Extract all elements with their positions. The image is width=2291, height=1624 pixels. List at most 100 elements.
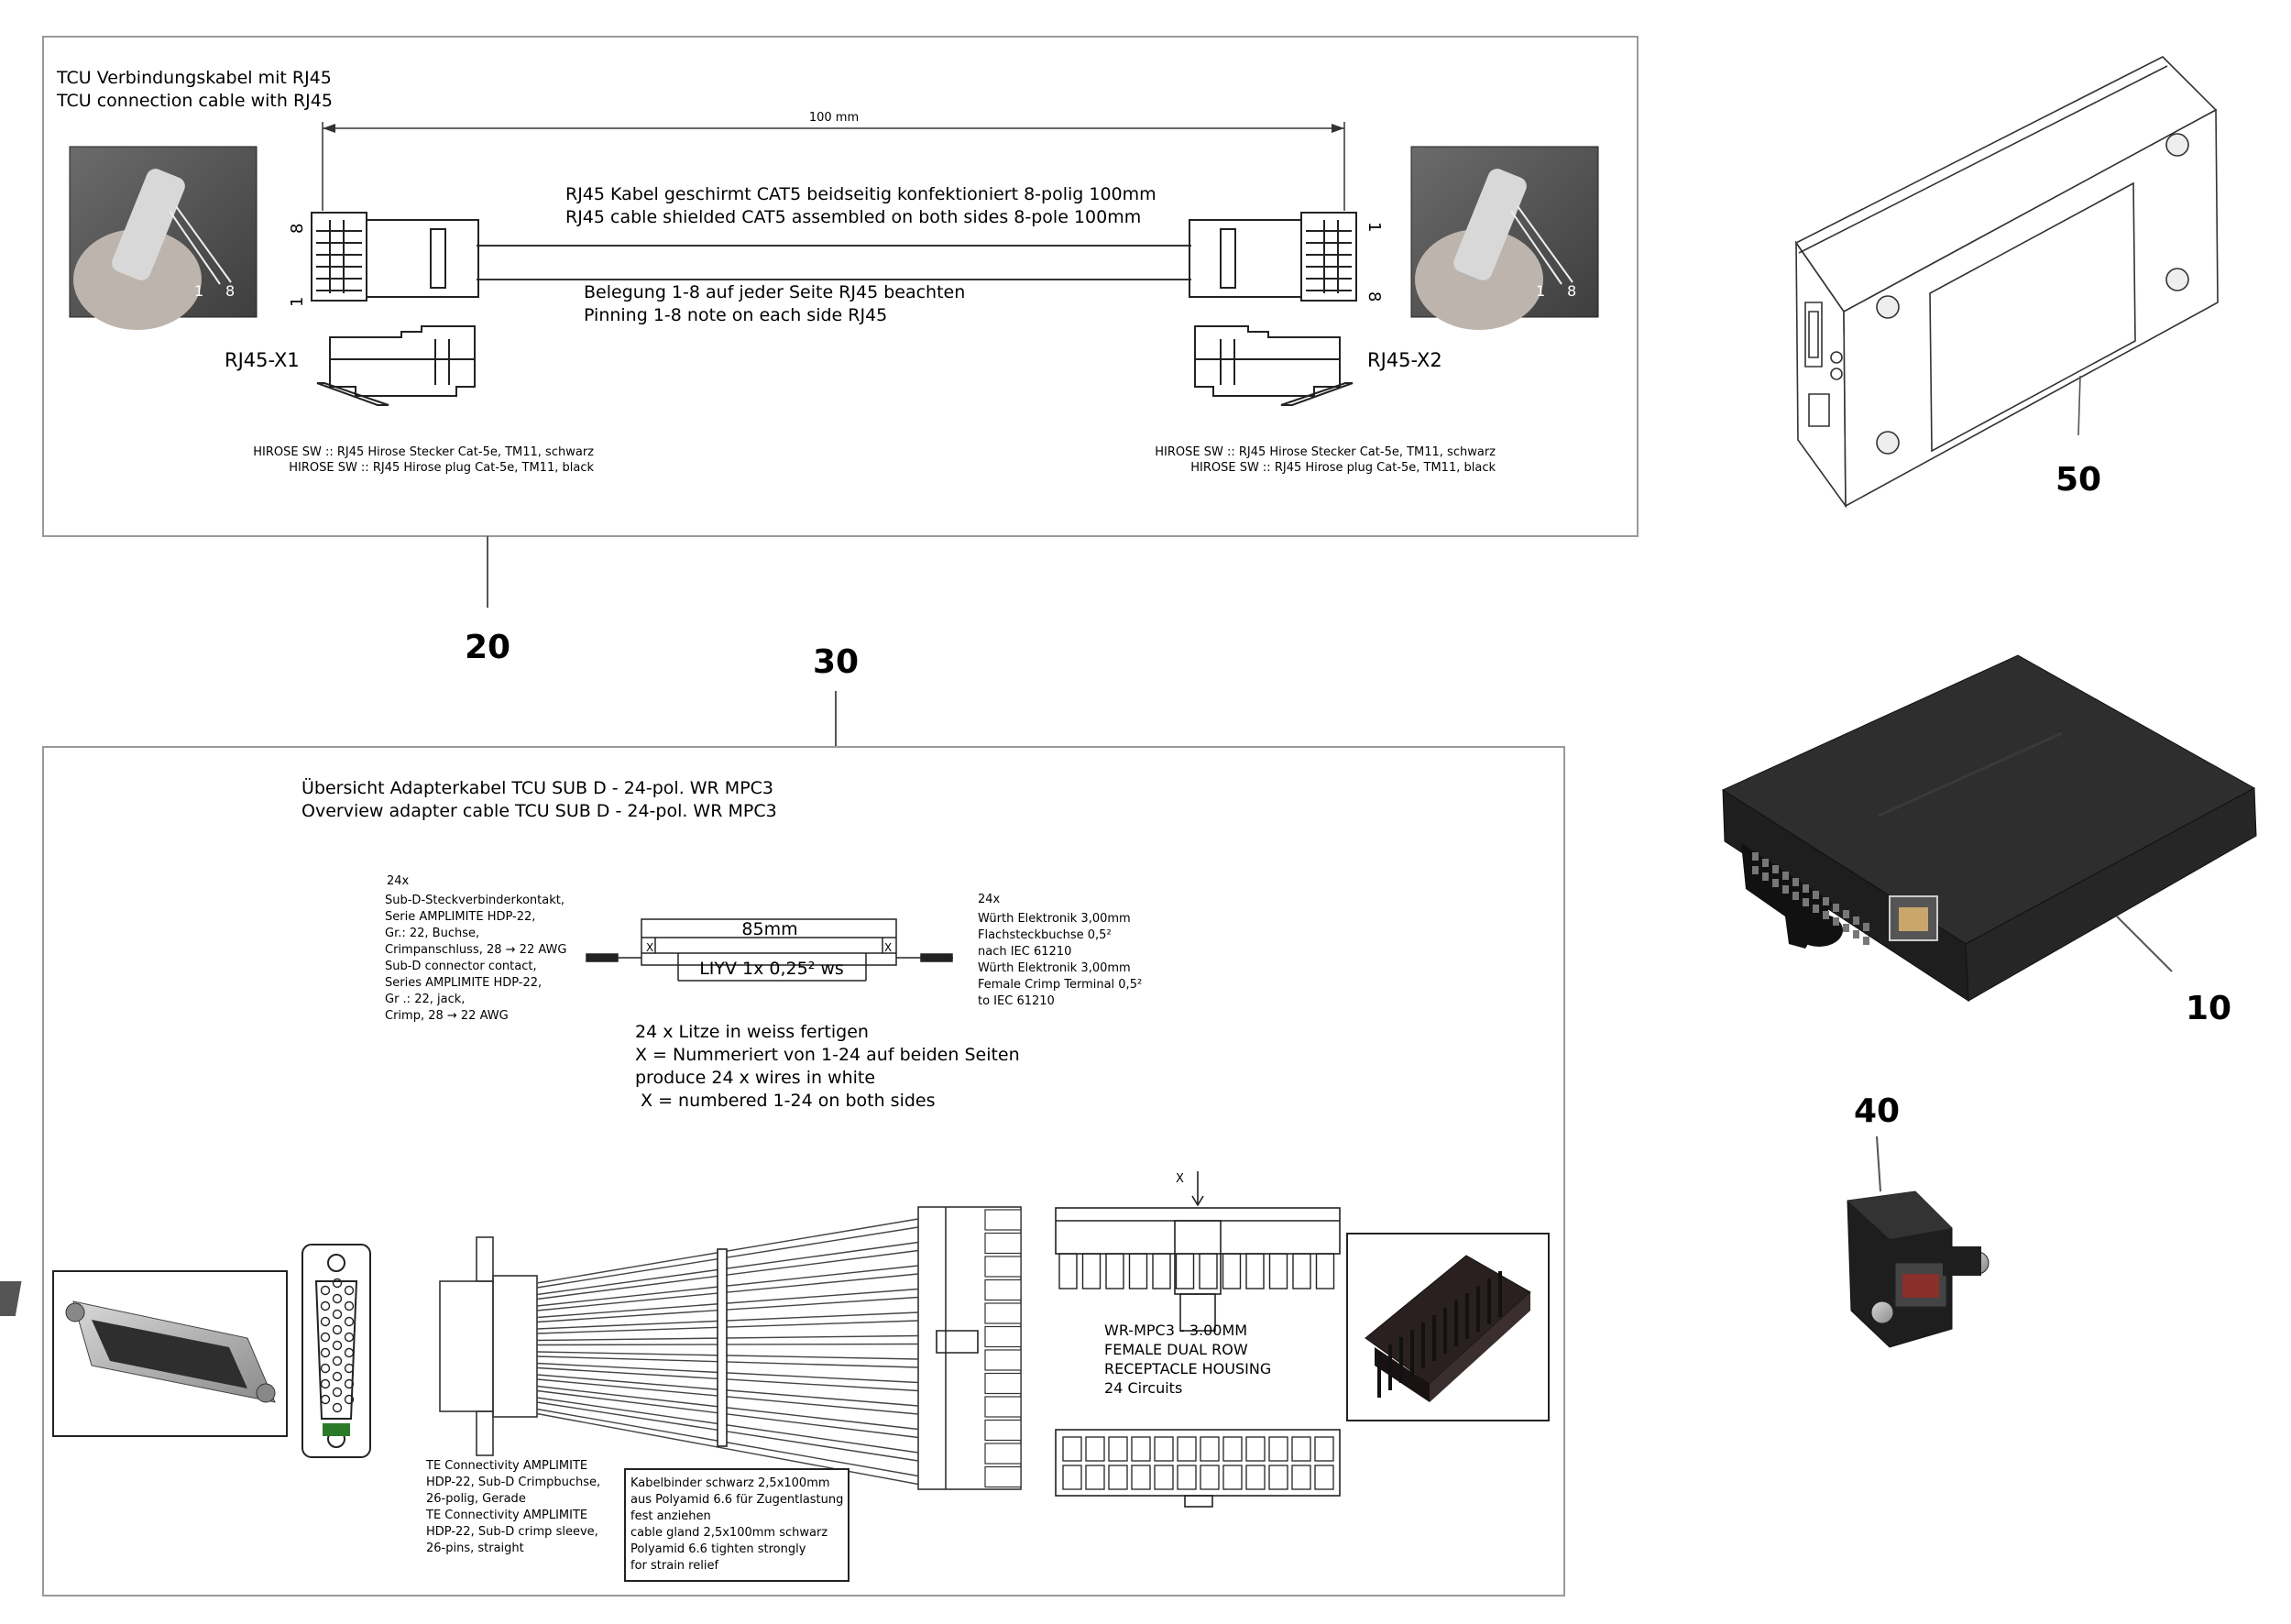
hirose-left-de: HIROSE SW :: RJ45 Hirose Stecker Cat-5e,… [253,445,594,459]
device-10-pin-header [1752,852,1869,945]
harness-wire [536,1311,919,1330]
sub-d-pin [344,1394,355,1405]
callout-20: 20 [465,629,510,666]
housing-cell [1085,1436,1105,1462]
mpc3-housing-teeth [1058,1253,1335,1289]
harness-wire [536,1362,919,1384]
device-10-pin [1752,866,1759,874]
device-10-pin [1843,910,1849,918]
panel-20-frame [42,36,1639,537]
device-10-pin [1752,852,1759,861]
device-10-pin [1813,905,1819,913]
rj45-sideview-right [1194,325,1354,406]
housing-tooth [1152,1253,1171,1289]
callout-30: 30 [813,643,859,681]
rj45-photo-left: 1 8 [69,146,258,330]
device-10-pin [1803,898,1809,906]
housing-tooth [1199,1253,1218,1289]
housing-cavity [984,1325,1022,1348]
housing-tooth [1268,1253,1288,1289]
harness-wire [536,1226,919,1289]
panel-20-title-de: TCU Verbindungskabel mit RJ45 [56,68,332,88]
housing-tooth [1058,1253,1078,1289]
te-connectivity-spec: TE Connectivity AMPLIMITE HDP-22, Sub-D … [425,1459,604,1555]
left-pin-8: 8 [288,224,307,234]
harness-wire [536,1351,919,1360]
sub-d-pin [344,1363,355,1374]
device-10-pin [1762,872,1769,881]
wire-length: 85mm [741,919,797,939]
harness-wire [536,1334,919,1342]
housing-cavity [984,1302,1022,1324]
panel-30-title-en: Overview adapter cable TCU SUB D - 24-po… [301,801,777,821]
pinning-note-en: Pinning 1-8 note on each side RJ45 [584,305,887,325]
housing-tooth [1292,1253,1311,1289]
sub-d-pin [344,1285,355,1296]
housing-cell [1108,1465,1128,1490]
device-10-pin [1823,897,1829,905]
sub-d-pin [344,1332,355,1343]
housing-front-latch [1184,1495,1213,1508]
label-rj45-x2: RJ45-X2 [1367,349,1442,371]
housing-cell [1291,1436,1311,1462]
device-10-photo [1721,654,2257,1002]
harness-wire [536,1296,919,1323]
wuerth-terminal-spec: 24x Würth Elektronik 3,00mm Flachsteckbu… [978,893,1146,1008]
harness-wire [536,1366,919,1392]
housing-cavity [984,1232,1022,1255]
wire-x-right: X [884,941,892,954]
harness-wire [536,1320,919,1334]
harness-wire [536,1389,919,1439]
callout-40: 40 [1854,1092,1900,1130]
housing-tooth [1081,1253,1102,1289]
housing-tooth [1245,1253,1265,1289]
mpc3-housing-cells [1062,1436,1334,1490]
harness-latch [936,1330,979,1354]
device-10-pin [1782,872,1789,880]
svg-text:1: 1 [1536,282,1545,300]
housing-cell [1108,1436,1128,1462]
cable-tie-note: Kabelbinder schwarz 2,5x100mm aus Polyam… [630,1476,848,1573]
harness-wire [536,1374,919,1407]
dimension-line: 100 mm [322,111,1345,211]
mpc3-housing-side [1055,1171,1341,1332]
sub-d-pin [320,1378,331,1389]
sub-d-pin [320,1347,331,1358]
callout-50: 50 [2055,461,2101,499]
housing-cavity [984,1256,1022,1278]
right-pin-8: 8 [1365,291,1384,302]
housing-cell [1200,1436,1220,1462]
leader-10 [2116,916,2173,972]
harness-wire [536,1378,919,1415]
housing-tooth [1175,1253,1195,1289]
harness-wire [536,1265,919,1307]
harness-wire [536,1397,919,1454]
device-10-pin [1833,904,1839,912]
device-10-pin [1803,884,1809,893]
sub-d-pin [344,1300,355,1311]
leader-40 [1876,1136,1881,1192]
housing-cavity [984,1278,1022,1301]
housing-cell [1085,1465,1105,1490]
device-10-pin [1792,892,1799,900]
housing-cell [1245,1465,1266,1490]
wire-x-left: X [646,941,653,954]
housing-cavity [984,1396,1022,1418]
sub-d-pin [320,1285,331,1296]
harness-wire [536,1343,919,1346]
sub-d-pin [320,1316,331,1327]
cable-tie-note-box [624,1468,850,1582]
housing-cell [1154,1436,1174,1462]
harness-wire [536,1288,919,1319]
wire-notes: 24 x Litze in weiss fertigen X = Nummeri… [635,1022,1025,1111]
harness-wire [536,1412,919,1486]
svg-text:8: 8 [1567,282,1576,300]
rj45-connector-left [311,212,479,302]
housing-cavity [984,1372,1022,1395]
wire-type: LIYV 1x 0,25² ws [699,959,844,979]
label-rj45-x1: RJ45-X1 [225,349,300,371]
housing-tooth [1128,1253,1148,1289]
housing-cell [1314,1436,1334,1462]
